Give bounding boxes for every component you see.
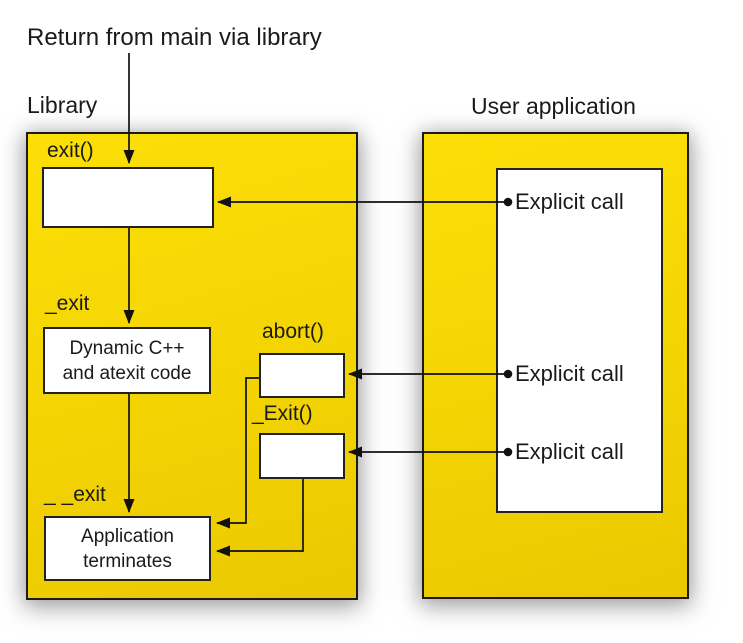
explicit-call-label-3: Explicit call (515, 439, 624, 464)
abort-function-label: abort() (262, 320, 324, 343)
abort-function-box (259, 353, 345, 398)
explicit-call-label-1: Explicit call (515, 189, 624, 214)
explicit-call-label-2: Explicit call (515, 361, 624, 386)
dynamic-box-line1: Dynamic C++ (69, 337, 185, 359)
exit-function-box (42, 167, 214, 228)
dynamic-box-line2: and atexit code (62, 362, 192, 384)
underscore-exit-label: _exit (45, 292, 90, 315)
capital-exit-function-label: _Exit() (252, 402, 313, 425)
double-underscore-exit-label: _ _exit (44, 483, 106, 506)
terminates-box-line2: terminates (83, 550, 172, 572)
terminates-box-line1: Application (81, 525, 174, 547)
user-application-section-label: User application (471, 93, 636, 119)
application-terminates-box: Application terminates (44, 516, 211, 581)
underscore-exit-function-box (259, 433, 345, 479)
library-section-label: Library (27, 92, 98, 118)
exit-function-label: exit() (47, 139, 94, 162)
dynamic-cpp-atexit-box: Dynamic C++ and atexit code (43, 327, 211, 394)
user-application-code-box (496, 168, 663, 513)
return-from-main-annotation: Return from main via library (27, 24, 322, 51)
